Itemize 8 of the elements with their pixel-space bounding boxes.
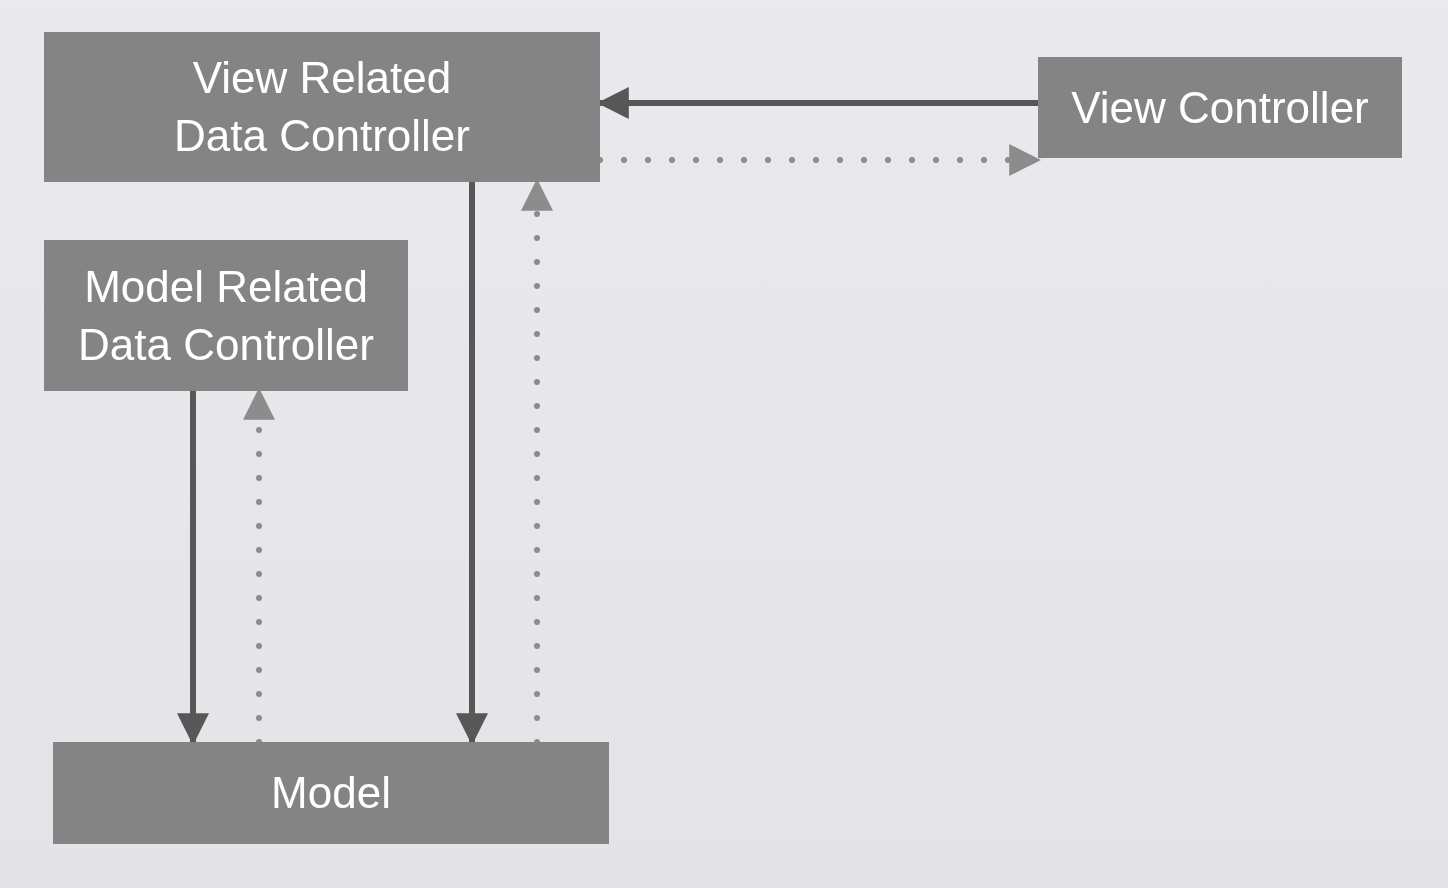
box-label: View Controller xyxy=(1071,81,1369,134)
process-box xyxy=(44,240,408,391)
box-label: View Related Data Controller xyxy=(173,52,471,162)
process-box xyxy=(44,32,600,182)
process-box xyxy=(53,742,609,844)
box-label: Model Related Data Controller xyxy=(77,260,375,371)
box-label: Model xyxy=(271,767,391,819)
process-box xyxy=(1038,57,1402,158)
